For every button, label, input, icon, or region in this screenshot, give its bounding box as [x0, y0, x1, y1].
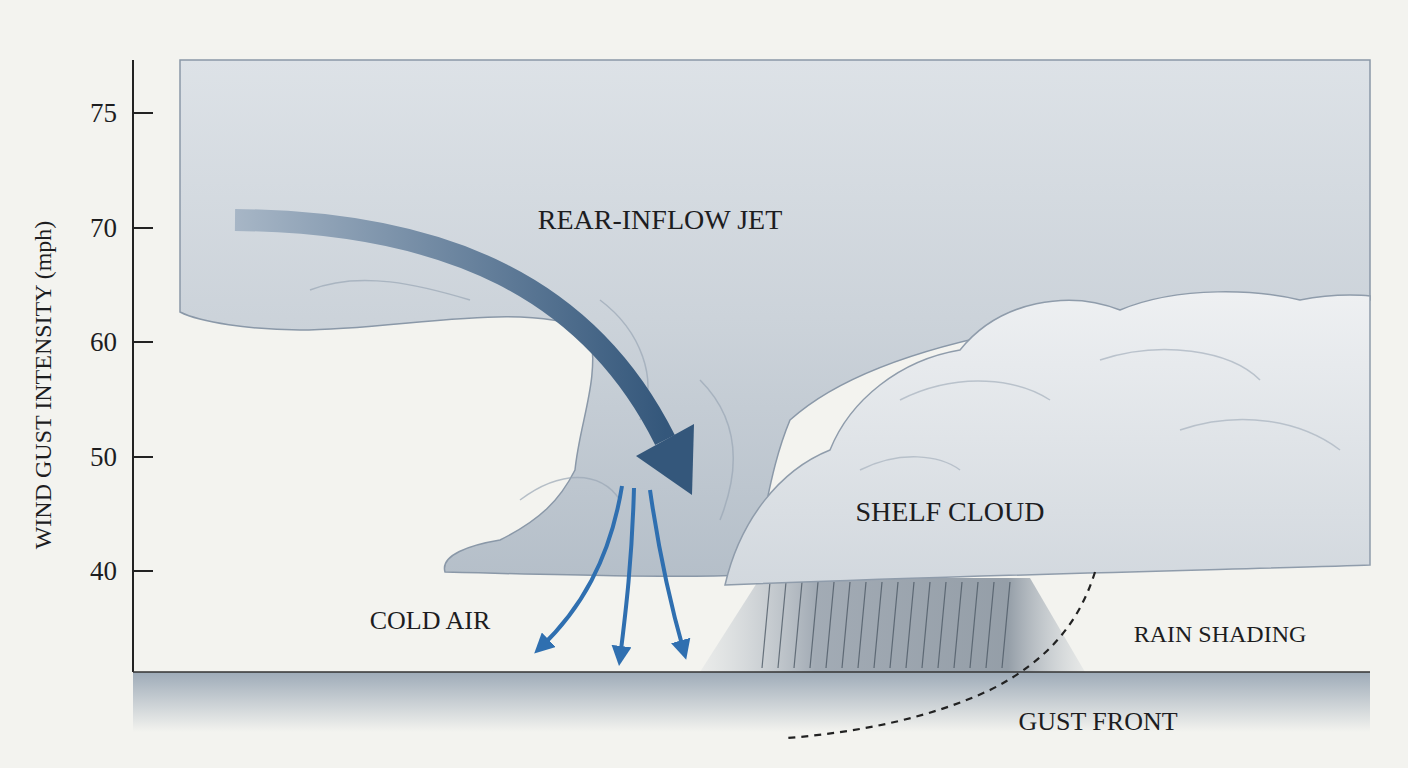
shelf-cloud	[725, 292, 1370, 585]
rear-inflow-label: REAR-INFLOW JET	[538, 206, 782, 234]
rear-inflow-arrowhead	[636, 424, 694, 495]
shelf-cloud-label: SHELF CLOUD	[855, 498, 1044, 526]
cloud-texture	[310, 280, 733, 520]
cold-air-arrows	[540, 486, 684, 658]
shelf-texture	[860, 350, 1340, 470]
tick-label: 70	[90, 215, 117, 242]
rain-hatch	[762, 582, 1010, 668]
rain-shading	[700, 578, 1085, 672]
axis-title: WIND GUST INTENSITY (mph)	[31, 221, 55, 550]
ground-line	[133, 671, 1370, 673]
rear-inflow-arrow	[235, 220, 665, 440]
tick-label: 60	[90, 329, 117, 356]
rain-shading-label: RAIN SHADING	[1134, 622, 1307, 646]
tick-label: 40	[90, 558, 117, 585]
tick-label: 75	[90, 100, 117, 127]
ground-band	[133, 672, 1370, 732]
y-axis	[132, 60, 134, 672]
tick-label: 50	[90, 444, 117, 471]
axis-ticks	[133, 113, 153, 571]
cold-air-label: COLD AIR	[370, 608, 491, 634]
gust-front-label: GUST FRONT	[1018, 709, 1177, 735]
